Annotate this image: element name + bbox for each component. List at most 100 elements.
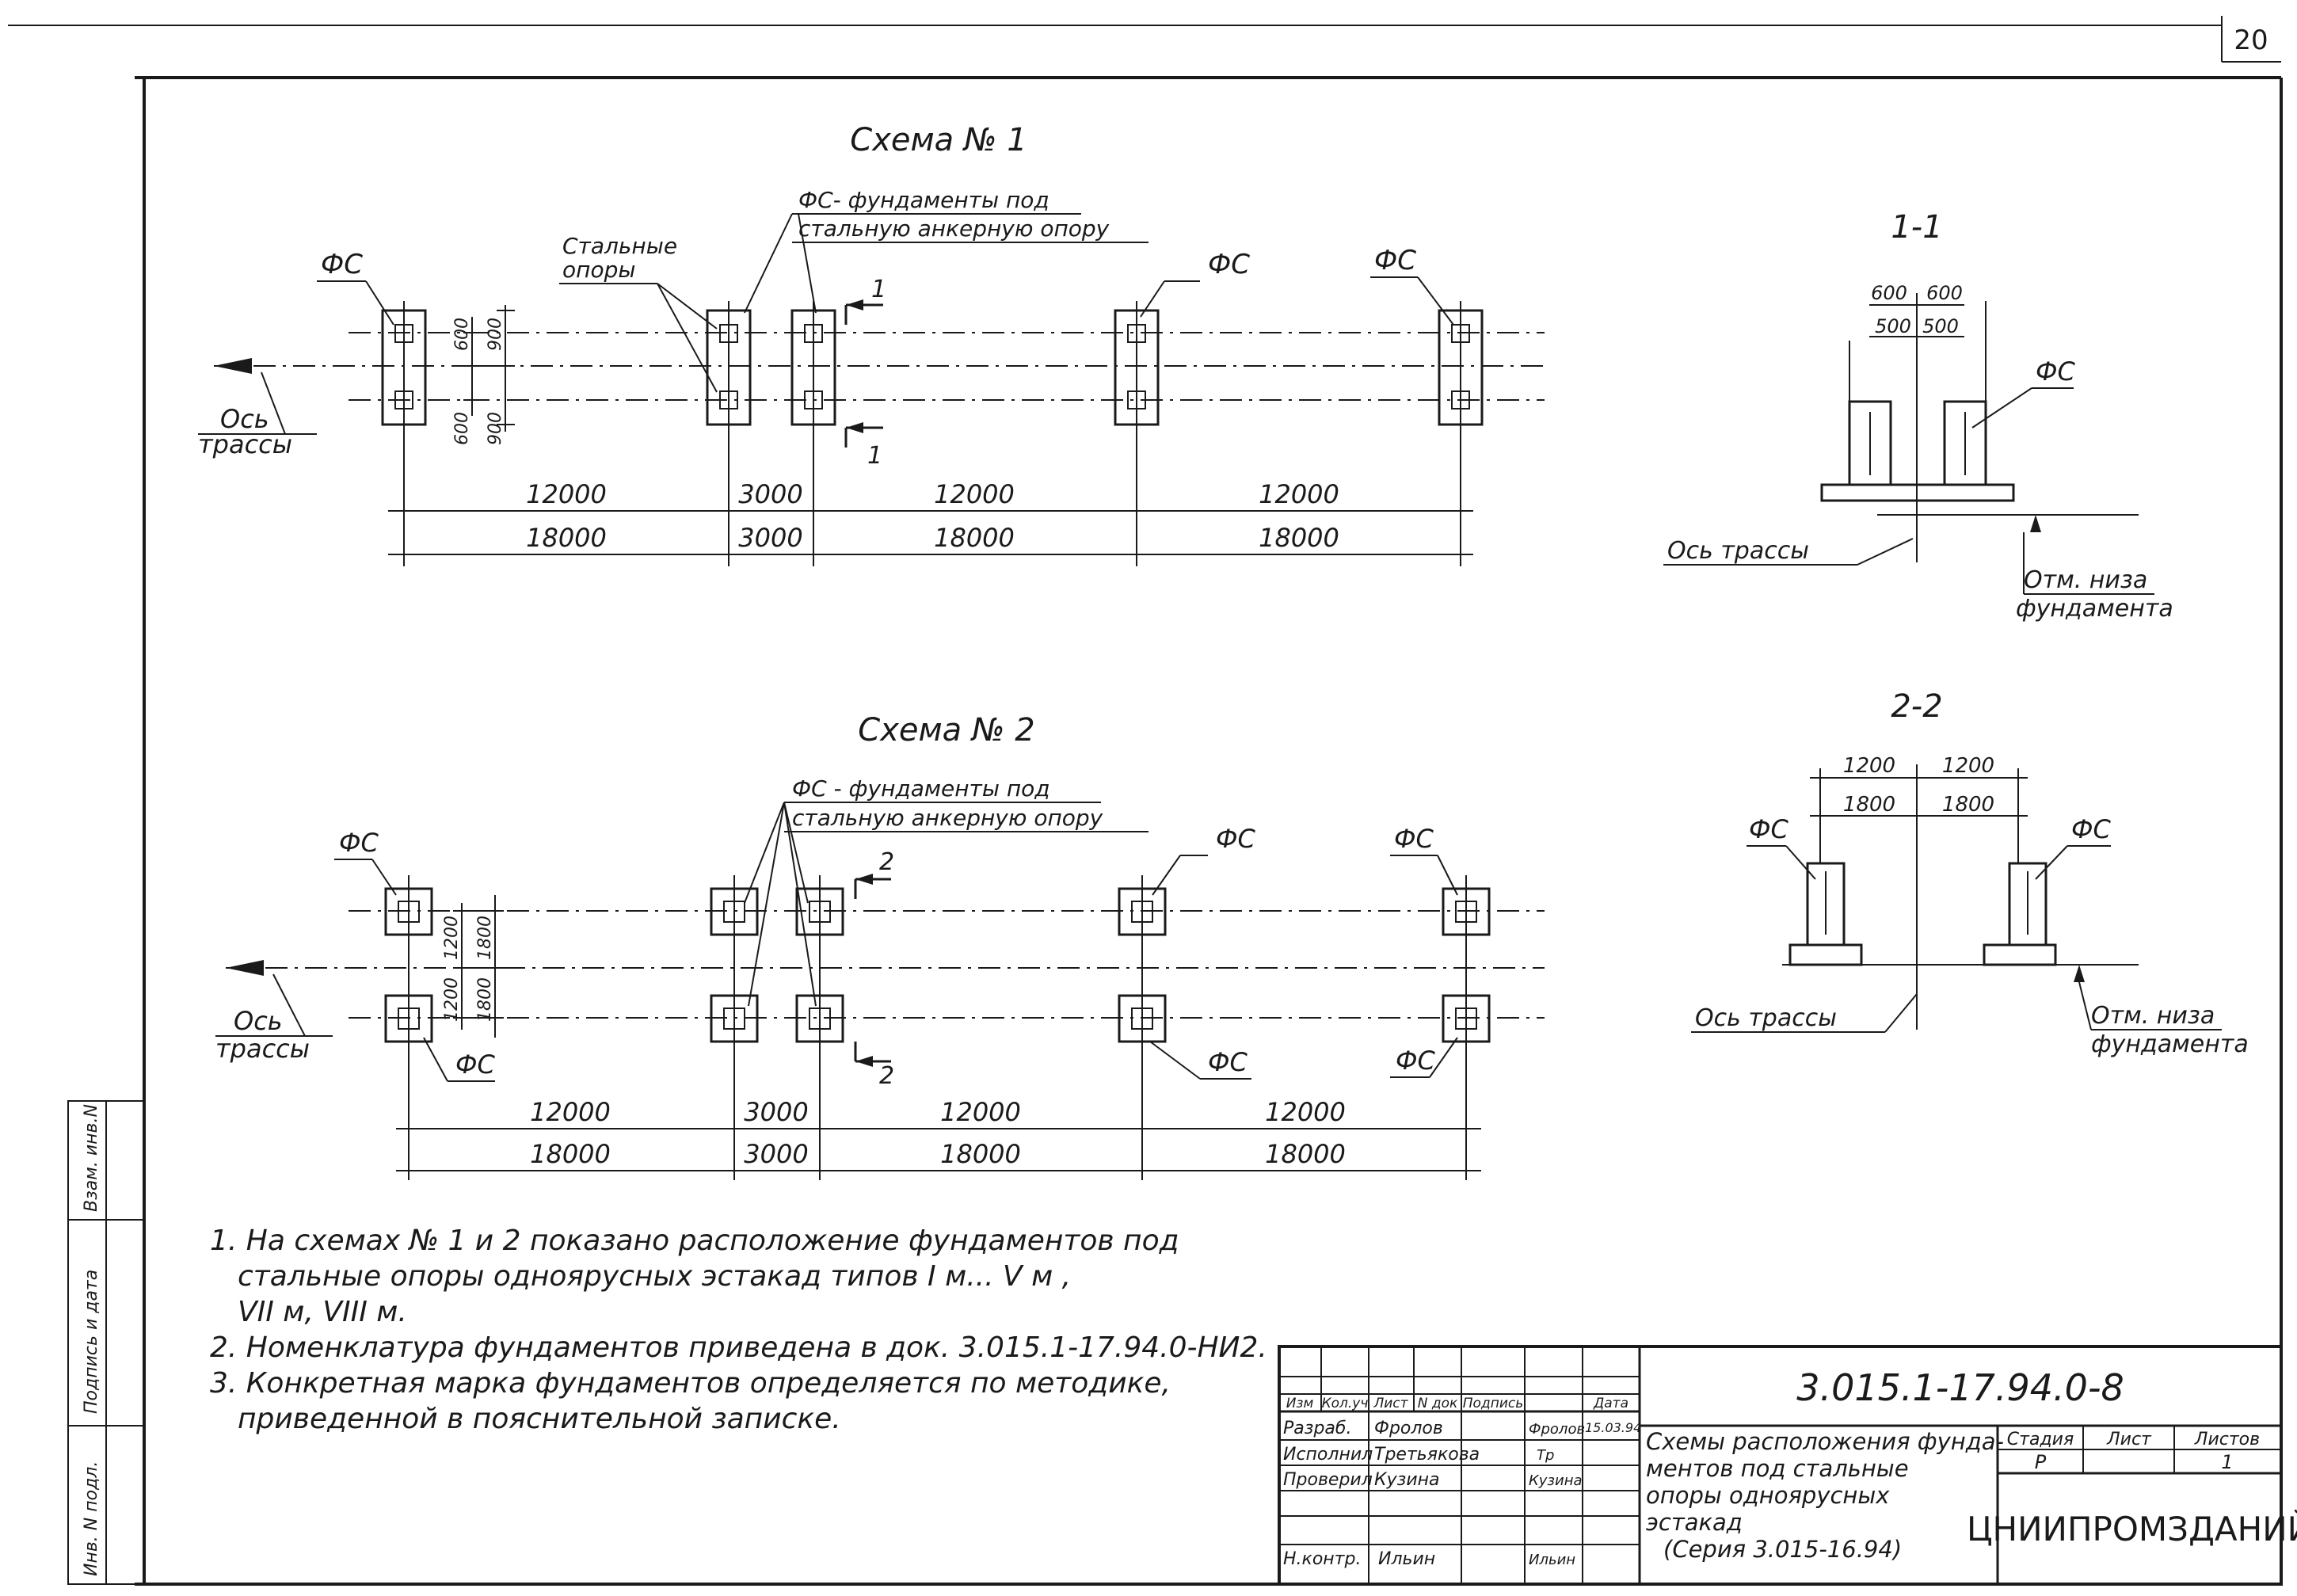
tb-sign-2: Тр xyxy=(1537,1447,1554,1464)
section11-bottom-2: фундамента xyxy=(2016,595,2173,623)
s2-section-mark-bottom: 2 xyxy=(879,1062,894,1090)
s1-fs-anchor-label-2: стальную анкерную опору xyxy=(798,215,1110,242)
s1-section-mark xyxy=(844,299,883,448)
section22-title: 2-2 xyxy=(1891,688,1942,725)
tb-role-2: Исполнил xyxy=(1283,1445,1373,1465)
side-stamp xyxy=(67,1100,145,1585)
s2-dim-r1-4: 12000 xyxy=(1265,1097,1346,1127)
s1-offset-dims xyxy=(463,305,515,432)
s1-fs-anchor-label-1: ФС- фундаменты под xyxy=(798,187,1049,213)
sheet-number: 20 xyxy=(2234,25,2268,56)
s1-fs-label-5: ФС xyxy=(1374,245,1416,276)
s1-offset-2: 900 xyxy=(486,318,505,351)
s2-offset-3: 1200 xyxy=(442,977,462,1022)
note-1-line2: стальные опоры одноярусных эстакад типов… xyxy=(238,1260,1071,1293)
s1-dim-r1-4: 12000 xyxy=(1259,479,1339,509)
s1-section-mark-top: 1 xyxy=(871,276,886,303)
section22-bottom-1: Отм. низа xyxy=(2091,1002,2215,1030)
s2-dim-lines xyxy=(396,1128,1481,1171)
section22-fs-left: ФС xyxy=(1749,814,1789,844)
scheme1-route-arrow xyxy=(214,358,252,374)
s2-axis-label-1: Ось xyxy=(234,1006,283,1036)
tb-title-2: ментов под стальные xyxy=(1646,1455,1909,1482)
s1-steel-label-2: опоры xyxy=(562,257,635,283)
section22-axis: Ось трассы xyxy=(1695,1004,1837,1032)
scheme1-foundations xyxy=(381,309,1484,426)
s1-dim-r2-3: 18000 xyxy=(934,523,1015,553)
note-1-line3: VII м, VIII м. xyxy=(238,1296,407,1328)
s2-dim-r2-2: 3000 xyxy=(744,1139,808,1169)
s1-dim-lines xyxy=(388,510,1473,555)
section22-fs-right: ФС xyxy=(2071,814,2112,844)
scheme2-title: Схема № 2 xyxy=(858,712,1034,748)
s2-offset-1: 1200 xyxy=(442,916,462,960)
s1-dim-r2-2: 3000 xyxy=(738,523,802,553)
scheme2-route-arrow xyxy=(226,960,264,976)
s1-offset-1: 600 xyxy=(452,318,472,351)
s1-dim-r2-4: 18000 xyxy=(1259,523,1339,553)
s2-offset-dims xyxy=(453,895,504,1038)
s2-anchor-leaders xyxy=(744,802,817,1007)
tb-sheets-label: Листов xyxy=(2194,1430,2260,1449)
s1-fs-label-4: ФС xyxy=(1208,249,1250,280)
tb-col-ndok: N док xyxy=(1418,1396,1458,1411)
s2-axis-label-2: трассы xyxy=(215,1034,310,1064)
side-stamp-replace: Взам. инв.N xyxy=(82,1104,101,1212)
s2-fs-anchor-label-1: ФС - фундаменты под xyxy=(792,775,1050,802)
s1-dim-r1-3: 12000 xyxy=(934,479,1015,509)
tb-col-podpis: Подпись xyxy=(1463,1396,1523,1411)
s2-dim-r1-3: 12000 xyxy=(940,1097,1021,1127)
s2-fs-label-1: ФС xyxy=(339,828,379,858)
s1-dim-r1-2: 3000 xyxy=(738,479,802,509)
tb-col-kolych: Кол.уч xyxy=(1322,1396,1369,1411)
tb-col-list: Лист xyxy=(1373,1396,1408,1411)
note-3-line1: 3. Конкретная марка фундаментов определя… xyxy=(210,1367,1171,1400)
s2-offset-4: 1800 xyxy=(475,977,495,1022)
s1-section-mark-bottom: 1 xyxy=(867,442,882,470)
tb-title-4: эстакад xyxy=(1646,1509,1743,1536)
s2-dim-r1-1: 12000 xyxy=(530,1097,611,1127)
s2-section-mark-top: 2 xyxy=(879,848,894,876)
doc-code: 3.015.1-17.94.0-8 xyxy=(1796,1366,2124,1409)
tb-organization: ЦНИИПРОМЗДАНИЙ xyxy=(1967,1509,2297,1548)
s2-dim-r2-1: 18000 xyxy=(530,1139,611,1169)
tb-col-izm: Изм xyxy=(1286,1396,1314,1411)
section22-drawing xyxy=(1782,764,2139,1030)
s2-fs-anchor-label-2: стальную анкерную опору xyxy=(792,805,1103,831)
section11-bottom-1: Отм. низа xyxy=(2024,566,2147,594)
note-2: 2. Номенклатура фундаментов приведена в … xyxy=(210,1331,1267,1364)
s2-fs-label-4: ФС xyxy=(1216,824,1256,854)
tb-col-data: Дата xyxy=(1593,1396,1628,1411)
s2-fs-label-7: ФС xyxy=(1396,1046,1436,1076)
tb-role-4: Н.контр. xyxy=(1283,1549,1361,1569)
s2-offset-2: 1800 xyxy=(475,916,495,960)
section11-dim-top-1: 600 xyxy=(1871,282,1907,304)
s2-dim-r2-4: 18000 xyxy=(1265,1139,1346,1169)
side-stamp-inv: Инв. N подл. xyxy=(82,1461,101,1576)
s1-fs-label-1: ФС xyxy=(321,249,363,280)
s2-fs-label-6: ФС xyxy=(1208,1047,1248,1077)
s2-fs-label-bottom: ФС xyxy=(455,1049,496,1080)
tb-stage-value: Р xyxy=(2035,1451,2047,1473)
s2-section-mark xyxy=(854,874,891,1067)
section22-dim-inner-2: 1800 xyxy=(1942,793,1994,817)
s1-axis-label-1: Ось xyxy=(220,404,269,434)
tb-role-1: Разраб. xyxy=(1283,1419,1351,1438)
s1-steel-label-1: Стальные xyxy=(562,233,677,259)
tb-name-2: Третьякова xyxy=(1374,1445,1480,1465)
tb-name-1: Фролов xyxy=(1374,1419,1443,1438)
s2-fs-label-5: ФС xyxy=(1394,824,1434,854)
notes: 1. На схемах № 1 и 2 показано расположен… xyxy=(210,1225,1267,1435)
tb-sign-1: Фролов xyxy=(1529,1421,1585,1438)
tb-sheets-value: 1 xyxy=(2221,1451,2233,1473)
side-stamp-sign: Подпись и дата xyxy=(82,1270,101,1414)
section11-dim-top-2: 600 xyxy=(1926,282,1963,304)
s1-dim-r2-1: 18000 xyxy=(526,523,607,553)
title-block-grid xyxy=(1278,1345,2283,1586)
s1-offset-3: 600 xyxy=(452,412,472,445)
s1-dim-r1-1: 12000 xyxy=(526,479,607,509)
section11-title: 1-1 xyxy=(1891,209,1942,246)
tb-stage-label: Стадия xyxy=(2007,1430,2074,1449)
tb-title-3: опоры одноярусных xyxy=(1646,1482,1890,1509)
